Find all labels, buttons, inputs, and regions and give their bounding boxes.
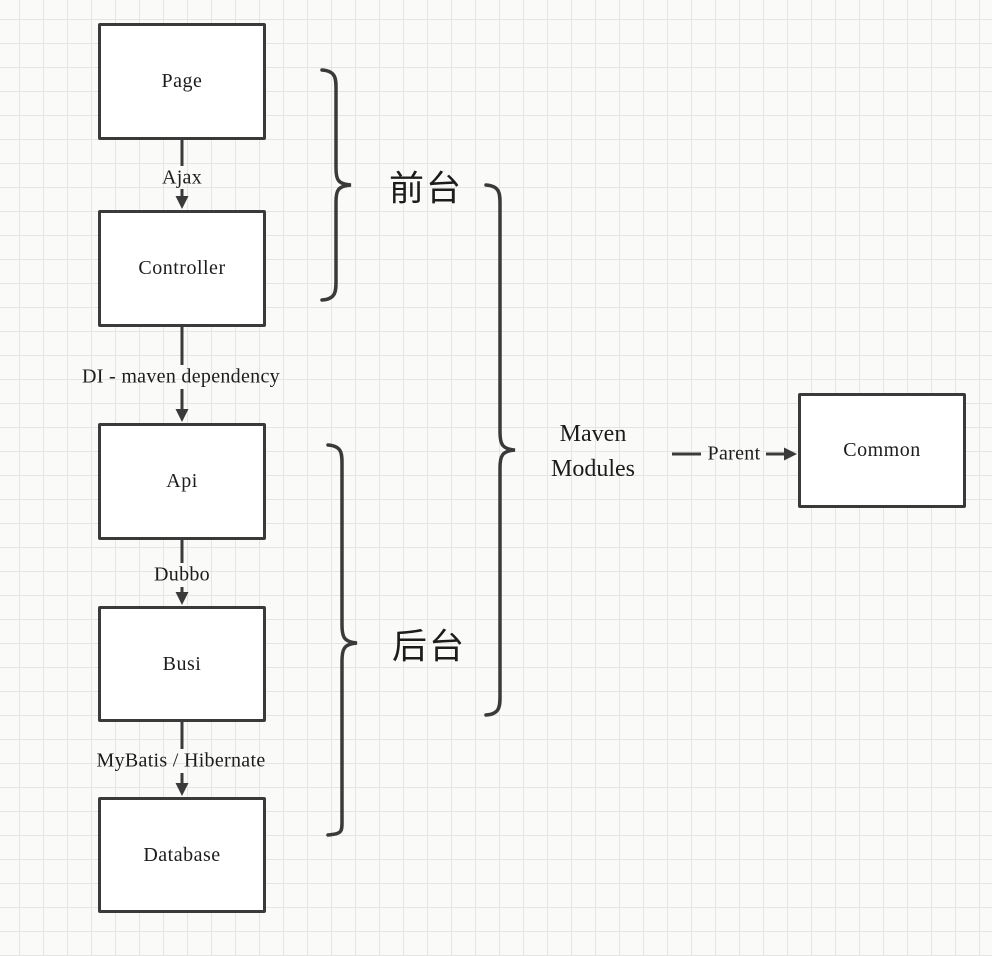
frontend-brace bbox=[320, 68, 352, 302]
node-controller-label: Controller bbox=[138, 257, 226, 279]
node-page-label: Page bbox=[161, 70, 203, 92]
backend-brace bbox=[326, 443, 358, 837]
arrowhead-down-icon bbox=[175, 196, 189, 209]
node-api-label: Api bbox=[166, 470, 198, 492]
arrowhead-down-icon bbox=[175, 592, 189, 605]
edge-label-parent: Parent bbox=[707, 442, 761, 465]
node-database-label: Database bbox=[143, 843, 221, 866]
node-database: Database bbox=[98, 797, 266, 913]
edge-label-ajax: Ajax bbox=[161, 166, 203, 189]
arrowhead-down-icon bbox=[175, 409, 189, 422]
node-common-label: Common bbox=[843, 439, 921, 461]
node-busi: Busi bbox=[98, 606, 266, 722]
group-label-backend: 后台 bbox=[391, 627, 467, 667]
node-api: Api bbox=[98, 423, 266, 540]
maven-modules-brace bbox=[484, 183, 516, 717]
node-busi-label: Busi bbox=[162, 652, 202, 675]
arrowhead-right-icon bbox=[784, 447, 797, 461]
group-label-maven-modules: Maven Modules bbox=[551, 421, 635, 482]
edge-label-dubbo: Dubbo bbox=[154, 563, 210, 586]
node-common: Common bbox=[798, 393, 966, 508]
edge-label-di-maven-dependency: DI - maven dependency bbox=[82, 365, 280, 388]
arrowhead-down-icon bbox=[175, 783, 189, 796]
node-page: Page bbox=[98, 23, 266, 140]
group-label-frontend: 前台 bbox=[388, 169, 464, 209]
node-controller: Controller bbox=[98, 210, 266, 327]
edge-label-mybatis-hibernate: MyBatis / Hibernate bbox=[96, 749, 266, 772]
